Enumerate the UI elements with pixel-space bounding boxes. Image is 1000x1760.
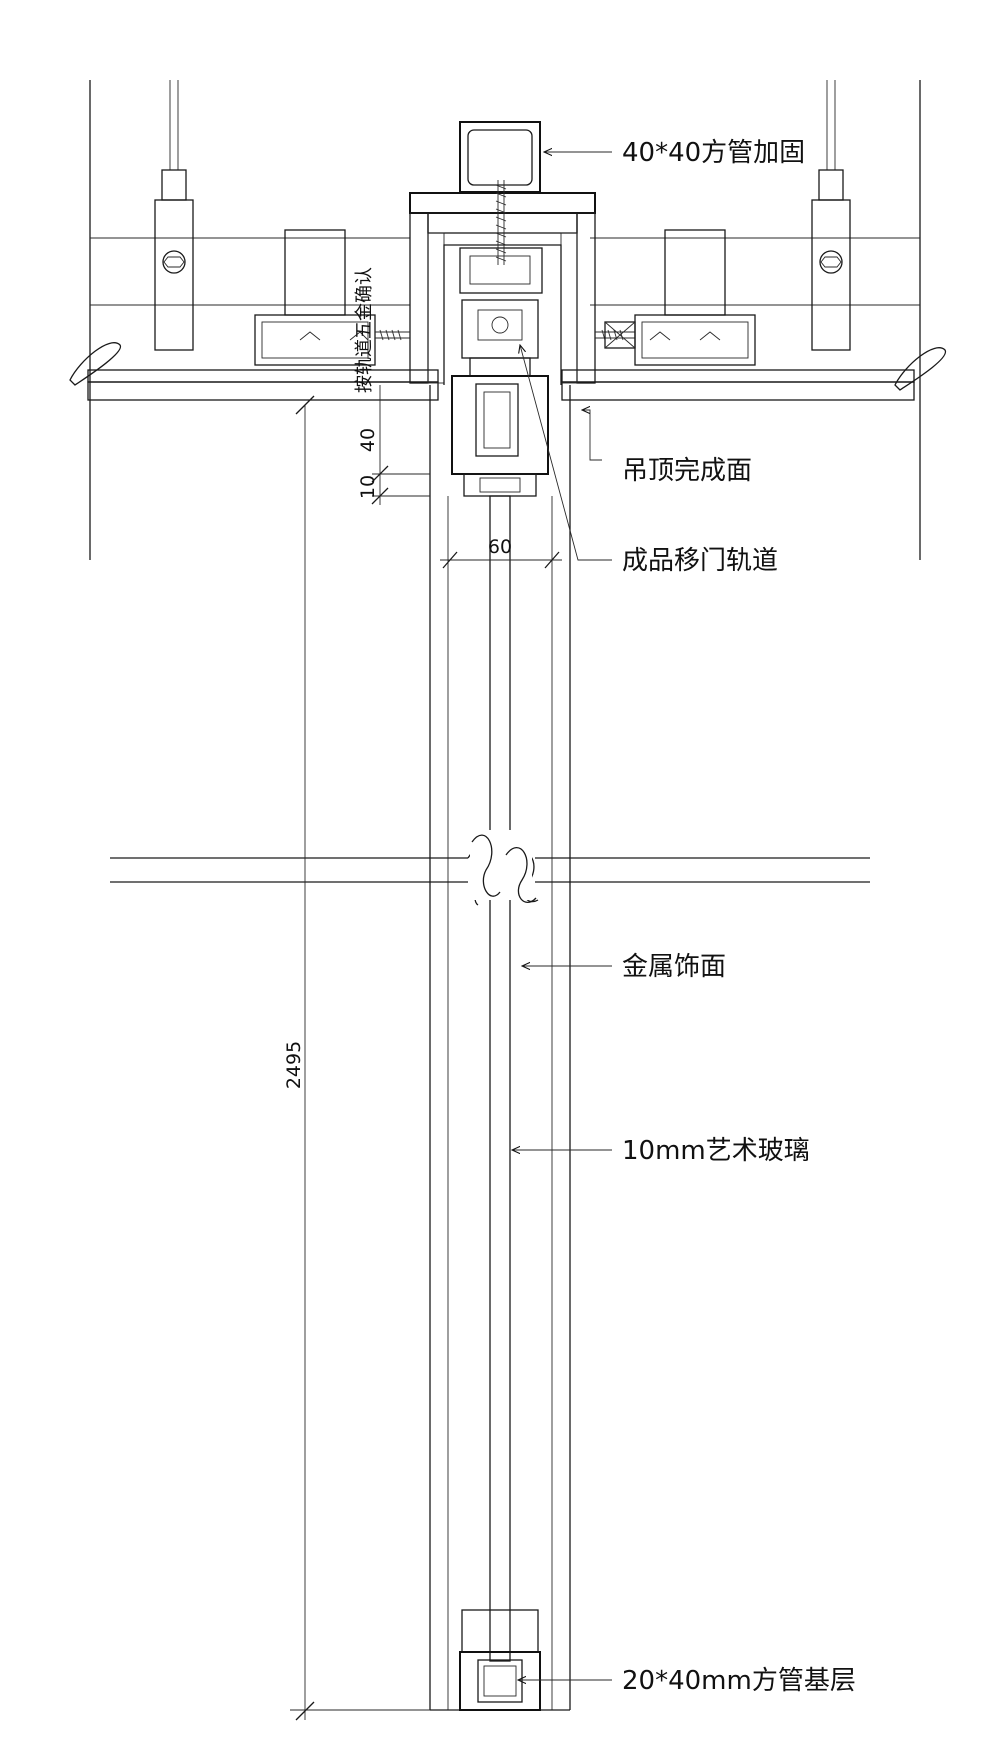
leader-lines	[512, 152, 612, 1680]
break-lines	[110, 830, 870, 906]
label-reinforcement-tube: 40*40方管加固	[622, 138, 805, 168]
dim-60-label: 60	[488, 536, 512, 558]
door-track	[459, 247, 543, 377]
dim-2495-label: 2495	[283, 1041, 305, 1089]
dim-10-label: 10	[357, 475, 379, 499]
bottom-base-tube	[459, 1609, 541, 1711]
label-base-tube: 20*40mm方管基层	[622, 1666, 856, 1696]
callouts: 40*40方管加固 吊顶完成面 成品移门轨道 金属饰面 10mm艺术玻璃 20*…	[622, 138, 856, 1696]
door-leaf	[429, 385, 571, 1711]
dimension-height: 2495	[283, 395, 430, 1721]
label-door-track: 成品移门轨道	[622, 546, 778, 576]
label-metal-finish: 金属饰面	[622, 952, 726, 982]
art-glass-panel	[489, 495, 511, 1662]
hardware-note: 按轨道五金确认	[354, 267, 375, 393]
threaded-rod	[495, 180, 507, 265]
side-screws	[375, 321, 636, 349]
dimension-width: 60	[440, 536, 562, 569]
main-channels	[254, 229, 756, 366]
track-housing	[409, 192, 596, 385]
dim-40-label: 40	[357, 428, 379, 452]
hanger-rods	[154, 80, 851, 351]
ceiling-frame-lines	[89, 80, 921, 560]
ceiling-boards	[69, 342, 946, 401]
label-ceiling-finish: 吊顶完成面	[622, 456, 752, 486]
square-tube-40x40	[459, 121, 541, 193]
label-art-glass: 10mm艺术玻璃	[622, 1136, 810, 1166]
dimension-track: 40 10	[357, 385, 430, 505]
